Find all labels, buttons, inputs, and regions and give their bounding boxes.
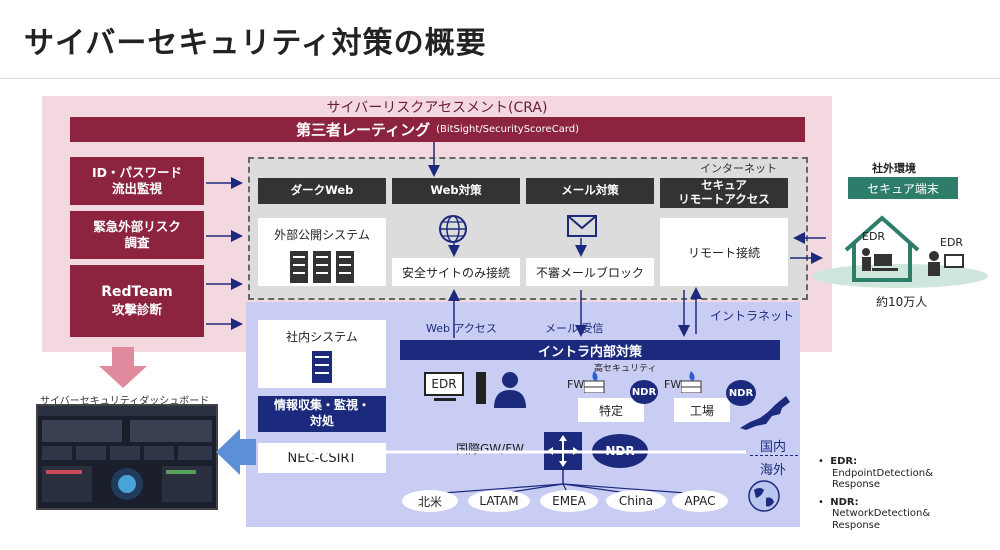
external-system-box: 外部公開システム [258,218,386,286]
world-globe-icon [748,480,780,512]
third-party-label: 第三者レーティング [295,121,431,139]
mail-icon [567,215,597,237]
japan-map-icon [740,396,790,430]
region-apac: APAC [672,490,728,512]
internal-system-box: 社内システム [258,320,386,388]
domestic-label: 国内 [760,440,787,455]
third-party-sub: (BitSight/SecurityScoreCard) [436,124,580,135]
third-party-rating-bar: 第三者レーティング (BitSight/SecurityScoreCard) [70,117,805,142]
dashboard-screenshot [36,404,218,510]
outside-edr-label-1: EDR [862,230,886,243]
user-count-label: 約10万人 [876,295,928,309]
monitor-box-line: 攻撃診断 [111,301,162,317]
legend-term: NDR: [830,496,859,508]
legend-line: Response [832,479,881,490]
info-collection-box: 情報収集・監視・ 対処 [258,396,386,432]
secure-remote-header-line: リモートアクセス [678,192,770,206]
outside-env-title: 社外環境 [872,162,916,175]
monitor-box-external-risk: 緊急外部リスク 調査 [70,211,204,259]
overseas-label: 海外 [760,463,787,478]
page-title: サイバーセキュリティ対策の概要 [24,26,487,61]
external-system-label: 外部公開システム [274,228,370,242]
edr-monitor-icon: EDR [424,372,464,396]
mail-receive-label: メール 受信 [545,322,604,335]
web-security-header: Web対策 [392,178,520,204]
firewall-icon [584,371,605,393]
outside-edr-label-2: EDR [940,236,964,249]
down-arrow-shaft [112,347,134,367]
server-rack-icon [290,251,354,283]
monitor-box-line: ID・パスワード [91,165,183,181]
mail-security-header: メール対策 [526,178,654,204]
down-arrow-head [99,366,147,388]
home-office-icon [812,215,988,288]
region-china: China [606,490,666,512]
monitor-box-line: 緊急外部リスク [93,219,181,235]
monitor-box-id-password: ID・パスワード 流出監視 [70,157,204,205]
monitor-box-line: RedTeam [101,284,173,301]
monitor-box-line: 流出監視 [111,181,162,196]
fw-label-2: FW [664,378,682,391]
legend: • EDR: EndpointDetection& Response • NDR… [818,456,933,531]
region-north-america: 北米 [402,490,458,512]
monitor-box-line: 調査 [124,235,150,250]
safe-site-box: 安全サイトのみ接続 [392,258,520,286]
internet-label: インターネット [700,162,777,175]
fw-label-1: FW [567,378,585,391]
ndr-node-1: NDR [630,380,658,404]
legend-term: EDR: [830,456,858,467]
legend-item-edr: • EDR: EndpointDetection& Response [818,456,933,490]
csirt-box: NEC-CSIRT [258,443,386,473]
mail-block-box: 不審メールブロック [526,258,654,286]
secure-terminal-badge: セキュア端末 [848,177,958,199]
title-divider [0,78,1000,79]
legend-item-ndr: • NDR: NetworkDetection& Response [818,497,933,532]
intranet-internal-bar: イントラ内部対策 [400,340,780,360]
globe-icon [439,215,467,243]
legend-line: EndpointDetection& [832,467,933,479]
secure-remote-header: セキュア リモートアクセス [660,178,788,208]
factory-box: 工場 [674,398,730,422]
legend-line: Response [832,519,881,531]
cra-label: サイバーリスクアセスメント(CRA) [326,100,548,116]
left-arrow-icon [216,429,256,475]
ndr-node-2: NDR [726,380,756,406]
web-access-label: Web アクセス [426,322,497,335]
info-collection-line: 情報収集・監視・ [273,398,370,413]
dashboard-label: サイバーセキュリティダッシュボード [40,396,210,407]
dark-web-header: ダークWeb [258,178,386,204]
region-latam: LATAM [468,490,530,512]
monitor-box-redteam: RedTeam 攻撃診断 [70,265,204,337]
region-emea: EMEA [540,490,598,512]
specific-box: 特定 [578,398,644,422]
domestic-overseas-divider [750,455,798,456]
info-collection-line: 対処 [309,414,334,428]
remote-connect-box: リモート接続 [660,218,788,286]
intranet-label: イントラネット [710,309,795,323]
high-security-label: 高セキュリティ [594,364,657,374]
endpoint-user-icon [434,372,526,408]
internal-system-label: 社内システム [286,330,358,344]
secure-remote-header-line: セキュア [701,178,747,193]
dashboard-thumbnail [38,406,216,502]
server-icon [312,351,332,383]
legend-line: NetworkDetection& [832,508,931,519]
firewall-icon [681,371,702,393]
